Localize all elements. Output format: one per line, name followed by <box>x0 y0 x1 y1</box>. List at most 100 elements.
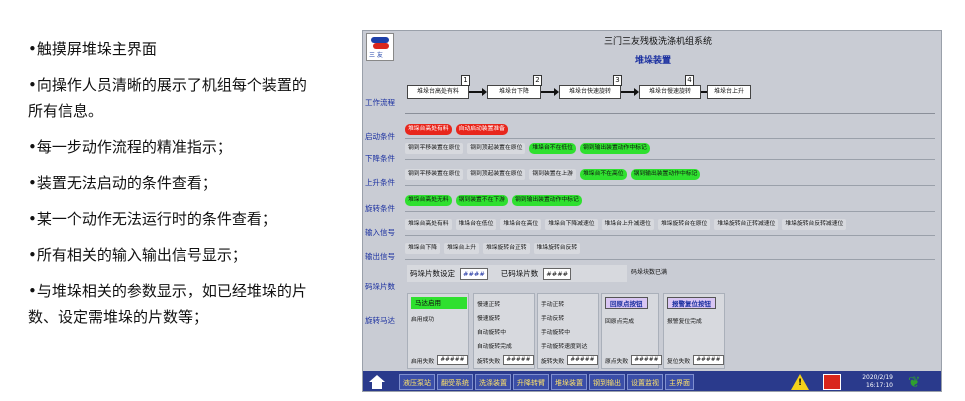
nav-buttons: 液压泵站 翻受系统 洗涤装置 升降转臂 堆垛装置 钢到输出 设置监视 主界面 <box>399 374 694 390</box>
divider <box>405 211 935 212</box>
divider <box>405 185 935 186</box>
signal-tag: 堆垛旋转台反转 <box>533 242 581 254</box>
flow-arrow <box>469 88 487 96</box>
done-count-label: 已码垛片数 <box>500 269 539 278</box>
fault-code-value: ##### <box>437 355 468 365</box>
side-label-output: 输出信号 <box>365 252 395 261</box>
group-footer: 原点失败##### <box>605 355 662 365</box>
condition-tag: 钢到输出装置动作中标记 <box>579 142 650 154</box>
warning-icon-mark: ! <box>798 378 803 388</box>
signal-tag: 堆垛台在低位 <box>455 218 497 230</box>
condition-tag: 钢到装置在上游 <box>529 168 576 180</box>
homing-button[interactable]: 回原点按钮 <box>605 297 648 309</box>
alarm-icon[interactable] <box>823 374 841 390</box>
fault-code-value: ##### <box>631 355 662 365</box>
signal-tag: 堆垛台上升 <box>444 242 479 254</box>
condition-tag: 钢到输出装置动作中标记 <box>511 194 582 206</box>
nav-stacking-device[interactable]: 堆垛装置 <box>551 374 587 390</box>
signal-tag: 堆垛台在高位 <box>500 218 542 230</box>
flow-arrow <box>621 88 639 96</box>
bullet-item: •每一步动作流程的精准指示； <box>28 138 232 156</box>
alarm-reset-button[interactable]: 报警复位按钮 <box>667 297 716 309</box>
time-text: 16:17:10 <box>866 382 893 389</box>
status-text: 慢速旋转 <box>477 316 501 322</box>
stack-full-status: 码垛块数已满 <box>631 269 668 276</box>
up-conditions: 钢到平移装置在原位 钢到顶起装置在原位 钢到装置在上游 堆垛台不在高位 钢到输出… <box>405 167 701 181</box>
flow-step: 堆垛台慢速旋转 <box>639 85 701 99</box>
page-title: 堆垛装置 <box>634 56 671 66</box>
status-text: 慢速正转 <box>477 302 501 308</box>
nav-washing-device[interactable]: 洗涤装置 <box>475 374 511 390</box>
bullet-item: •所有相关的输入输出信号显示； <box>28 246 247 264</box>
status-text: 自动旋转中 <box>477 330 506 336</box>
nav-settings-monitor[interactable]: 设置监视 <box>627 374 663 390</box>
bullet-list: •触摸屏堆垛主界面 •向操作人员清晰的展示了机组每个装置的所有信息。 •每一步动… <box>28 36 318 340</box>
fault-code-value: ##### <box>693 355 724 365</box>
bullet-item: •某一个动作无法运行时的条件查看； <box>28 210 277 228</box>
home-icon[interactable] <box>369 375 385 389</box>
side-label-count: 码垛片数 <box>365 282 395 291</box>
status-text: 报警复位完成 <box>667 319 702 325</box>
signal-tag: 堆垛台高处有料 <box>405 218 452 230</box>
bullet-item: •与堆垛相关的参数显示，如已经堆垛的片数、设定需堆垛的片数等； <box>28 282 307 326</box>
status-text: 手动反转 <box>541 316 565 322</box>
flow-number: 1 <box>461 75 470 86</box>
alarm-reset-group: 报警复位按钮 报警复位完成 复位失败##### <box>663 293 725 369</box>
flow-step: 堆垛台下降 <box>487 85 541 99</box>
condition-tag: 堆垛台不在低位 <box>529 142 576 154</box>
signal-tag: 堆垛台下降减速位 <box>545 218 598 230</box>
signal-tag: 堆垛旋转台正转 <box>483 242 530 254</box>
divider <box>405 138 935 139</box>
status-text: 自动旋转完成 <box>477 344 512 350</box>
side-label-input: 输入信号 <box>365 228 395 237</box>
condition-tag: 钢到顶起装置在原位 <box>467 142 526 154</box>
flow-step: 堆垛台高处有料 <box>407 85 469 99</box>
nav-main-screen[interactable]: 主界面 <box>665 374 694 390</box>
side-label-up: 上升条件 <box>365 178 395 187</box>
fault-code-value: ##### <box>567 355 598 365</box>
nav-receiving-system[interactable]: 翻受系统 <box>437 374 473 390</box>
company-logo: 三 友 <box>366 33 394 61</box>
signal-tag: 堆垛旋转台正转减速位 <box>714 218 779 230</box>
signal-tag: 堆垛旋转台在原位 <box>657 218 711 230</box>
divider <box>405 235 935 236</box>
done-count-value: #### <box>543 267 572 280</box>
warning-icon[interactable] <box>791 374 809 390</box>
divider <box>405 259 935 260</box>
bottom-nav-bar: 液压泵站 翻受系统 洗涤装置 升降转臂 堆垛装置 钢到输出 设置监视 主界面 !… <box>363 371 941 391</box>
condition-tag: 钢到装置不在下游 <box>455 194 508 206</box>
group-footer: 旋转失败##### <box>541 355 598 365</box>
divider <box>405 113 935 114</box>
fault-code-value: ##### <box>503 355 534 365</box>
group-footer: 旋转失败##### <box>477 355 534 365</box>
condition-tag: 钢到平移装置在原位 <box>405 142 464 154</box>
side-label-down: 下降条件 <box>365 154 395 163</box>
set-count-input[interactable]: #### <box>460 267 488 280</box>
flow-step: 堆垛台快速旋转 <box>559 85 621 99</box>
condition-tag: 自动启动装置准备 <box>455 123 508 135</box>
output-signals: 堆垛台下降 堆垛台上升 堆垛旋转台正转 堆垛旋转台反转 <box>405 241 581 255</box>
group-footer: 复位失败##### <box>667 355 724 365</box>
set-count-label: 码垛片数设定 <box>410 269 455 278</box>
condition-tag: 钢到输出装置动作中标记 <box>630 168 701 180</box>
side-label-workflow: 工作流程 <box>365 98 395 107</box>
condition-tag: 钢到平移装置在原位 <box>405 168 464 180</box>
hmi-screen: 三 友 三门三友残极洗涤机组系统 堆垛装置 工作流程 启动条件 下降条件 上升条… <box>362 30 942 392</box>
input-signals: 堆垛台高处有料 堆垛台在低位 堆垛台在高位 堆垛台下降减速位 堆垛台上升减速位 … <box>405 217 847 231</box>
side-label-start: 启动条件 <box>365 132 395 141</box>
condition-tag: 堆垛台不在高位 <box>579 168 627 180</box>
nav-lift-arm[interactable]: 升降转臂 <box>513 374 549 390</box>
flow-number: 2 <box>533 75 542 86</box>
signal-tag: 堆垛旋转台反转减速位 <box>782 218 847 230</box>
bullet-item: •向操作人员清晰的展示了机组每个装置的所有信息。 <box>28 76 307 120</box>
system-title: 三门三友残极洗涤机组系统 <box>603 37 712 47</box>
flow-number: 4 <box>685 75 694 86</box>
date-text: 2020/2/19 <box>862 374 893 381</box>
nav-output[interactable]: 钢到输出 <box>589 374 625 390</box>
condition-tag: 钢到顶起装置在原位 <box>467 168 526 180</box>
motor-enable-button[interactable]: 马达启用 <box>411 297 467 309</box>
nav-hydraulic-station[interactable]: 液压泵站 <box>399 374 435 390</box>
side-label-motor: 旋转马达 <box>365 316 395 325</box>
down-conditions: 钢到平移装置在原位 钢到顶起装置在原位 堆垛台不在低位 钢到输出装置动作中标记 <box>405 141 650 155</box>
manual-rotate-group: 手动正转 手动反转 手动旋转中 手动旋转速度到达 旋转失败##### <box>537 293 599 369</box>
